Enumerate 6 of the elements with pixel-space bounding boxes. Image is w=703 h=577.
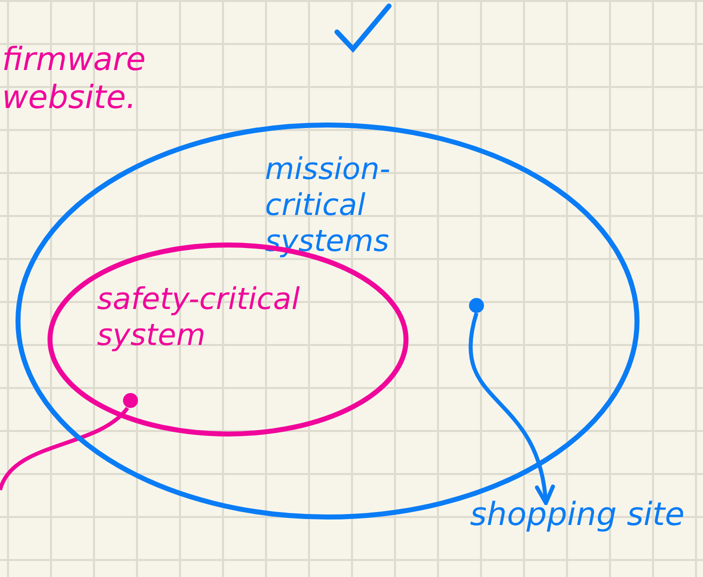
handwritten-note: shopping site — [470, 495, 686, 534]
region-label: mission-critical systems — [265, 152, 392, 260]
leader-line — [0, 406, 129, 491]
handwritten-note: firmware website. — [2, 40, 147, 117]
arrow — [468, 312, 554, 505]
region-label: safety-critical system — [97, 282, 301, 354]
